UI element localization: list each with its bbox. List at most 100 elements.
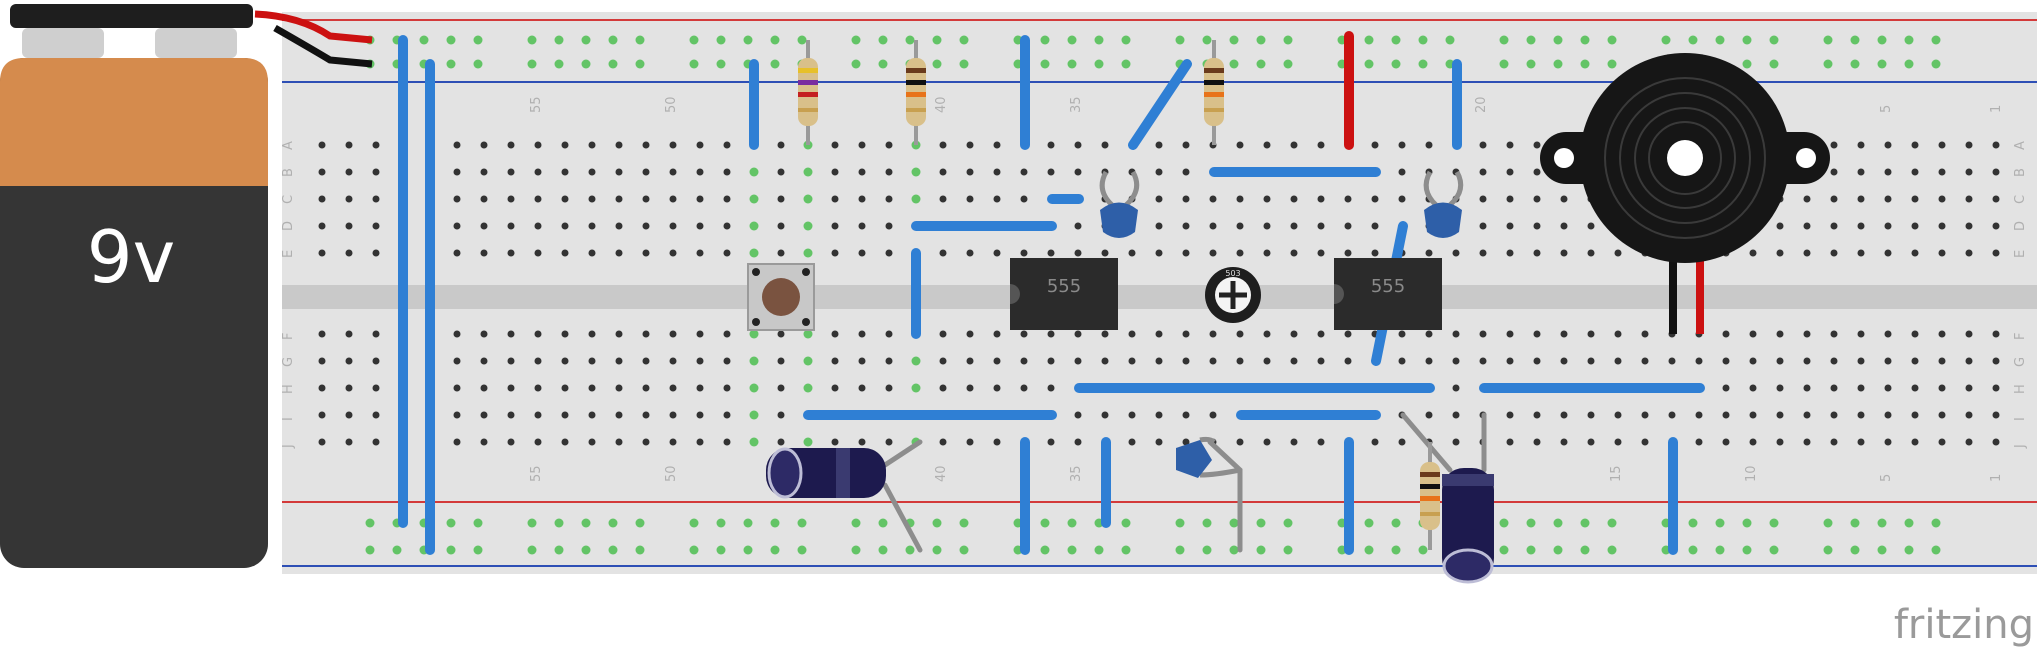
breadboard-hole[interactable]	[1263, 357, 1271, 365]
breadboard-hole[interactable]	[1425, 411, 1433, 419]
breadboard-hole[interactable]	[446, 518, 456, 528]
breadboard-hole[interactable]	[1263, 330, 1271, 338]
breadboard-hole[interactable]	[473, 59, 483, 69]
breadboard-hole[interactable]	[1452, 411, 1460, 419]
breadboard-hole[interactable]	[966, 438, 974, 446]
breadboard-hole[interactable]	[966, 330, 974, 338]
breadboard-hole[interactable]	[1452, 330, 1460, 338]
breadboard-hole[interactable]	[770, 35, 780, 45]
breadboard-hole[interactable]	[345, 411, 353, 419]
breadboard-hole[interactable]	[1587, 222, 1595, 230]
breadboard-hole[interactable]	[777, 438, 785, 446]
breadboard-hole[interactable]	[911, 356, 921, 366]
breadboard-hole[interactable]	[453, 330, 461, 338]
breadboard-hole[interactable]	[1121, 545, 1131, 555]
breadboard-hole[interactable]	[831, 438, 839, 446]
breadboard-hole[interactable]	[932, 545, 942, 555]
breadboard-hole[interactable]	[534, 330, 542, 338]
breadboard-hole[interactable]	[1317, 249, 1325, 257]
breadboard-hole[interactable]	[858, 357, 866, 365]
breadboard-hole[interactable]	[905, 35, 915, 45]
breadboard-hole[interactable]	[1263, 195, 1271, 203]
breadboard-hole[interactable]	[1506, 249, 1514, 257]
trimmer-potentiometer[interactable]: 503	[1205, 267, 1261, 323]
breadboard-hole[interactable]	[534, 411, 542, 419]
breadboard-hole[interactable]	[534, 384, 542, 392]
breadboard-hole[interactable]	[803, 221, 813, 231]
breadboard-hole[interactable]	[993, 438, 1001, 446]
breadboard-hole[interactable]	[1587, 249, 1595, 257]
breadboard-hole[interactable]	[1074, 438, 1082, 446]
breadboard-hole[interactable]	[1263, 249, 1271, 257]
breadboard-hole[interactable]	[1317, 195, 1325, 203]
breadboard-hole[interactable]	[635, 545, 645, 555]
breadboard-hole[interactable]	[1398, 438, 1406, 446]
breadboard-hole[interactable]	[911, 194, 921, 204]
breadboard-hole[interactable]	[1283, 59, 1293, 69]
breadboard-hole[interactable]	[696, 438, 704, 446]
breadboard-hole[interactable]	[1506, 222, 1514, 230]
breadboard-hole[interactable]	[1911, 438, 1919, 446]
breadboard-hole[interactable]	[1263, 438, 1271, 446]
breadboard-hole[interactable]	[1290, 438, 1298, 446]
breadboard-hole[interactable]	[635, 59, 645, 69]
breadboard-hole[interactable]	[1803, 438, 1811, 446]
breadboard-hole[interactable]	[1067, 518, 1077, 528]
breadboard-hole[interactable]	[1533, 222, 1541, 230]
breadboard-hole[interactable]	[318, 438, 326, 446]
breadboard-hole[interactable]	[803, 248, 813, 258]
breadboard-hole[interactable]	[1317, 330, 1325, 338]
breadboard-hole[interactable]	[1965, 330, 1973, 338]
breadboard-hole[interactable]	[534, 195, 542, 203]
breadboard-hole[interactable]	[1391, 35, 1401, 45]
breadboard-hole[interactable]	[615, 141, 623, 149]
breadboard-hole[interactable]	[993, 330, 1001, 338]
breadboard-hole[interactable]	[1533, 438, 1541, 446]
breadboard-hole[interactable]	[1938, 141, 1946, 149]
breadboard-hole[interactable]	[1715, 518, 1725, 528]
breadboard-hole[interactable]	[1668, 357, 1676, 365]
breadboard-hole[interactable]	[1479, 330, 1487, 338]
breadboard-hole[interactable]	[1040, 35, 1050, 45]
breadboard-hole[interactable]	[1587, 357, 1595, 365]
breadboard-hole[interactable]	[723, 384, 731, 392]
breadboard-hole[interactable]	[318, 195, 326, 203]
breadboard-hole[interactable]	[1560, 330, 1568, 338]
breadboard-hole[interactable]	[749, 356, 759, 366]
breadboard-hole[interactable]	[932, 59, 942, 69]
breadboard-hole[interactable]	[1587, 438, 1595, 446]
breadboard-hole[interactable]	[1506, 141, 1514, 149]
breadboard-hole[interactable]	[372, 357, 380, 365]
breadboard-hole[interactable]	[1749, 438, 1757, 446]
breadboard-hole[interactable]	[1553, 518, 1563, 528]
breadboard-hole[interactable]	[561, 141, 569, 149]
breadboard-hole[interactable]	[1094, 59, 1104, 69]
breadboard-hole[interactable]	[1128, 438, 1136, 446]
breadboard-hole[interactable]	[1175, 518, 1185, 528]
breadboard-hole[interactable]	[1344, 357, 1352, 365]
breadboard-hole[interactable]	[588, 168, 596, 176]
breadboard-hole[interactable]	[696, 249, 704, 257]
breadboard-hole[interactable]	[1317, 141, 1325, 149]
breadboard-hole[interactable]	[777, 168, 785, 176]
breadboard-hole[interactable]	[1283, 545, 1293, 555]
breadboard-hole[interactable]	[831, 168, 839, 176]
breadboard-hole[interactable]	[1344, 249, 1352, 257]
breadboard-hole[interactable]	[1904, 59, 1914, 69]
breadboard-hole[interactable]	[797, 518, 807, 528]
breadboard-hole[interactable]	[1182, 330, 1190, 338]
breadboard-hole[interactable]	[1742, 59, 1752, 69]
breadboard-hole[interactable]	[1607, 35, 1617, 45]
breadboard-hole[interactable]	[1256, 59, 1266, 69]
breadboard-hole[interactable]	[446, 59, 456, 69]
breadboard-hole[interactable]	[1850, 35, 1860, 45]
breadboard-hole[interactable]	[480, 330, 488, 338]
breadboard-hole[interactable]	[1688, 545, 1698, 555]
breadboard-hole[interactable]	[1425, 330, 1433, 338]
breadboard-hole[interactable]	[345, 249, 353, 257]
breadboard-hole[interactable]	[561, 357, 569, 365]
breadboard-hole[interactable]	[1418, 545, 1428, 555]
breadboard-hole[interactable]	[1715, 35, 1725, 45]
breadboard-hole[interactable]	[966, 384, 974, 392]
breadboard-hole[interactable]	[1317, 438, 1325, 446]
